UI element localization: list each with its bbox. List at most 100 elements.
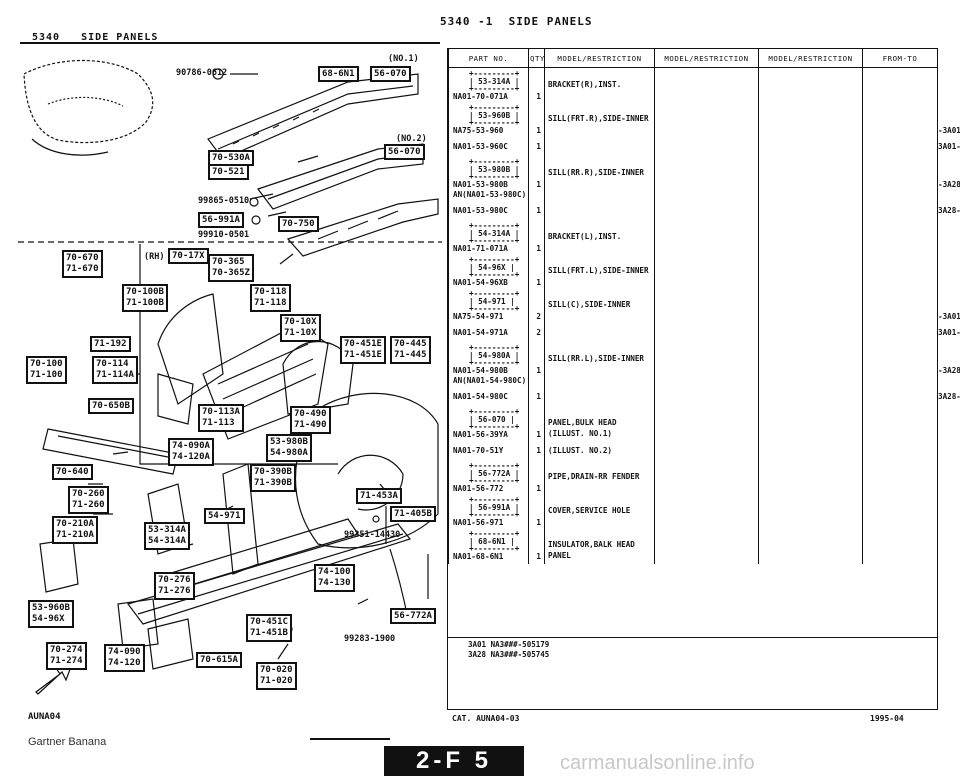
ref-56-070-no2: 56-070 [384,144,425,160]
model-restriction-cell [758,322,863,342]
table-row: +---------+| 54-96X |+---------+NA01-54-… [448,254,938,288]
description: SILL(C),SIDE-INNER [548,300,631,309]
qty-value: 1 [536,366,541,375]
qty-value: 1 [536,142,541,151]
model-restriction-cell [758,460,863,494]
description: COVER,SERVICE HOLE [548,506,631,515]
ref-71-451e: 71-451E [344,350,382,360]
ref-56-070-no1: 56-070 [370,66,411,82]
model-restriction-cell [862,102,938,136]
box-border-top: +---------+ [469,343,520,352]
part-number: NA01-70-071A [453,92,508,101]
qty-value: 2 [536,312,541,321]
description-cell: SILL(FRT.L),SIDE-INNER [544,254,655,288]
model-restriction-cell [758,136,863,156]
qty-cell: 1 [528,136,545,156]
ref-56-772a: 56-772A [390,608,436,624]
ref-70-17x: 70-17X [168,248,209,264]
part-number: NA75-54-971 [453,312,504,321]
qty-value: 1 [536,206,541,215]
model-restriction-cell [862,136,938,156]
ref-box: +---------+| 54-96X |+---------+ [453,256,528,279]
serial-notes: 3A01 NA3###-505179 3A28 NA3###-505745 [468,640,550,659]
description-cell: SILL(RR.R),SIDE-INNER [544,156,655,200]
bulkhead-panel-lower [257,143,424,210]
part-no-cell: +---------+| 54-96X |+---------+NA01-54-… [448,254,529,288]
ref-54-314a: 54-314A [148,536,186,546]
part-no-cell: +---------+| 56-070 |+---------+NA01-56-… [448,406,529,440]
col-header-model-2: MODEL/RESTRICTION [654,49,759,68]
ref-71-020: 71-020 [260,676,293,686]
ref-71-390b: 71-390B [254,478,292,488]
table-row: +---------+| 56-772A |+---------+NA01-56… [448,460,938,494]
description-cell: BRACKET(L),INST. [544,220,655,254]
part-no-cell: +---------+| 68-6N1 |+---------+NA01-68-… [448,528,529,564]
box-border-mid: | 53-314A | [469,77,520,86]
alt-part-number: AN(NA01-54-980C) [453,376,527,385]
box-border-mid: | 56-991A | [469,503,520,512]
box-border-mid: | 68-6N1 | [469,537,515,546]
ref-70-260: 70-260 [72,489,105,499]
model-restriction-cell [862,406,938,440]
ref-70-100: 70-100 [30,359,63,369]
model-restriction-cell [758,102,863,136]
ref-70-521: 70-521 [208,164,249,180]
table-header-row: PART NO. QTY MODEL/RESTRICTION MODEL/RES… [448,49,938,68]
model-restriction-cell [654,156,759,200]
front-pillar-bracket [39,538,79,593]
model-restriction-cell [654,460,759,494]
qty-cell: 1 [528,254,545,288]
ref-box: +---------+| 53-314A |+---------+ [453,70,528,93]
table-row: +---------+| 53-314A |+---------+NA01-70… [448,67,938,102]
model-restriction-cell [654,440,759,460]
ref-74-120: 74-120 [108,658,141,668]
part-number: NA01-54-980B [453,366,508,375]
description-line-2: (ILLUST. NO.1) [548,429,613,438]
box-border-top: +---------+ [469,221,520,230]
qty-value: 1 [536,552,541,561]
model-restriction-cell [654,494,759,528]
description-cell: SILL(C),SIDE-INNER [544,288,655,322]
ref-box-label: 53-980B [478,165,511,174]
ref-74-120a: 74-120A [172,452,210,462]
description: (ILLUST. NO.2) [548,446,613,455]
ref-box-label: 54-980A [478,351,511,360]
ref-71-100b: 71-100B [126,298,164,308]
ref-71-490: 71-490 [294,420,327,430]
model-restriction-cell [862,342,938,386]
model-restriction-cell [862,494,938,528]
ref-70-445: 70-445 [394,339,427,349]
col-header-from-to: FROM-TO [862,49,938,68]
part-number: NA01-54-971A [453,328,508,337]
model-restriction-cell [758,440,863,460]
ref-74-090: 74-090 [108,647,141,657]
description-cell: PIPE,DRAIN-RR FENDER [544,460,655,494]
ref-box: +---------+| 54-980A |+---------+ [453,343,528,367]
qty-cell: 1 [528,528,545,564]
page-tab: 2-F 5 [384,746,524,776]
part-number: NA01-56-971 [453,518,504,527]
description-cell [544,136,655,156]
part-99910: 99910-0501 [198,230,250,240]
ref-71-453a: 71-453A [356,488,402,504]
ref-70-750: 70-750 [278,216,319,232]
part-no-cell: +---------+| 53-960B |+---------+NA75-53… [448,102,529,136]
ref-box: +---------+| 53-960B |+---------+ [453,104,528,127]
ref-70-670: 70-670 [66,253,99,263]
ref-box-label: 54-971 [478,297,506,306]
part-no-cell: NA01-54-980C [448,386,529,406]
part-number: NA01-53-980C [453,206,508,215]
ref-70-451e: 70-451E [344,339,382,349]
inner-sill-front [157,293,224,405]
